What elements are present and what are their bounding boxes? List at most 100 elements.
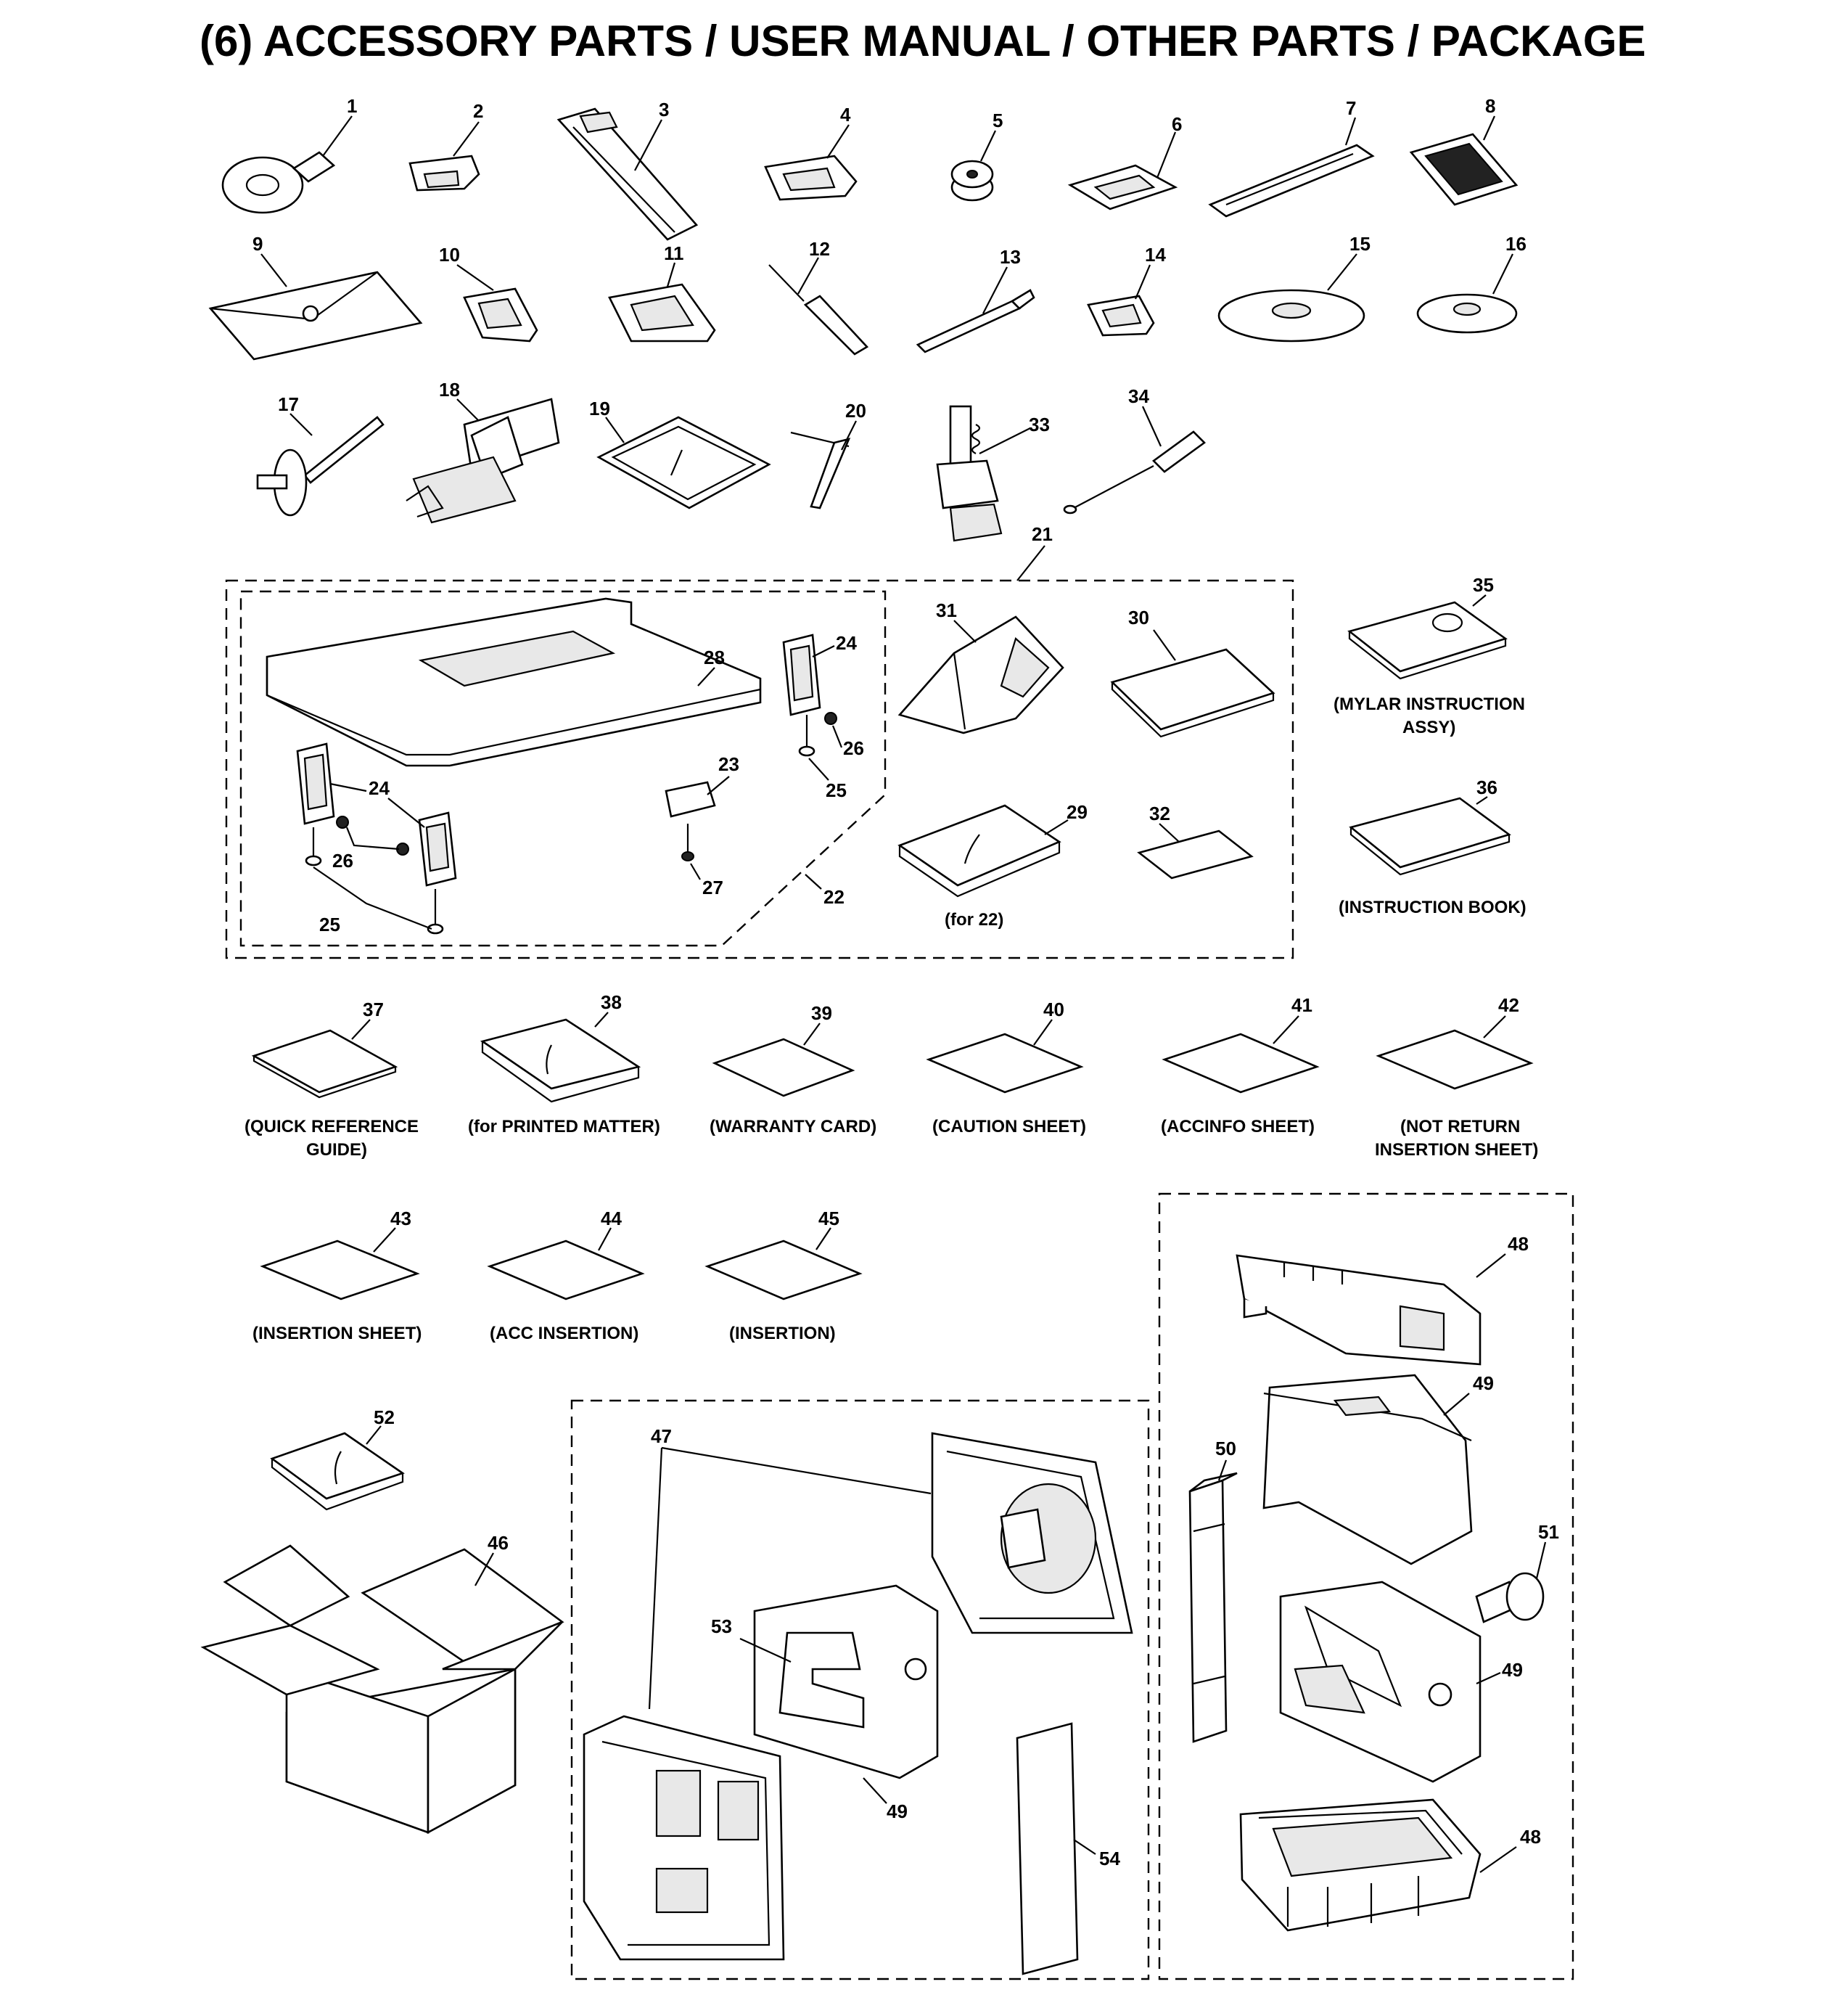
part-number: 41 — [1291, 994, 1312, 1016]
part-number: 22 — [823, 886, 845, 908]
part-30-book — [1110, 648, 1275, 738]
part-49-bag-upper — [1262, 1374, 1473, 1565]
part-caption: (WARRANTY CARD) — [710, 1117, 876, 1136]
part-44-acc-insertion: 44 (ACC INSERTION) — [487, 1208, 645, 1343]
part-caption: (ACCINFO SHEET) — [1161, 1117, 1315, 1136]
part-number: 44 — [601, 1208, 622, 1229]
part-43-insertion-sheet: 43 (INSERTION SHEET) — [252, 1208, 422, 1343]
part-caption: (INSERTION SHEET) — [252, 1324, 422, 1343]
part-number: 49 — [887, 1800, 908, 1822]
part-caption: INSERTION SHEET) — [1375, 1140, 1538, 1160]
part-38-printed-matter-bag: 38 (for PRINTED MATTER) — [468, 991, 660, 1136]
part-3-buttonhole-foot: 3 — [556, 99, 699, 241]
part-13-brush: 13 — [916, 246, 1035, 353]
part-50-spacer — [1188, 1472, 1238, 1743]
part-51-cap — [1475, 1572, 1545, 1623]
part-number: 45 — [818, 1208, 839, 1229]
part-caption: ASSY) — [1402, 718, 1455, 737]
part-26-nuts — [336, 712, 837, 856]
part-42-not-return-sheet: 42 (NOT RETURN INSERTION SHEET) — [1375, 994, 1538, 1160]
group-22-outline — [239, 590, 887, 947]
part-11-foot: 11 — [608, 242, 716, 343]
page-title: (6) ACCESSORY PARTS / USER MANUAL / OTHE… — [200, 17, 1646, 65]
part-48-foam-bottom — [1239, 1798, 1482, 1932]
part-number: 3 — [659, 99, 669, 120]
part-number: 38 — [601, 991, 622, 1013]
part-number: 9 — [252, 233, 263, 255]
part-number: 48 — [1520, 1826, 1541, 1848]
part-number: 15 — [1349, 233, 1371, 255]
part-6-plate: 6 — [1067, 113, 1182, 210]
part-number: 27 — [702, 877, 723, 898]
part-number: 16 — [1505, 233, 1526, 255]
part-number: 32 — [1149, 803, 1170, 824]
part-20-needle-threader: 20 — [790, 400, 866, 509]
part-number: 43 — [390, 1208, 411, 1229]
part-number: 11 — [664, 242, 684, 264]
part-number: 12 — [809, 238, 830, 260]
part-41-accinfo-sheet: 41 (ACCINFO SHEET) — [1161, 994, 1320, 1136]
part-number: 50 — [1215, 1438, 1236, 1459]
part-4-foot: 4 — [764, 104, 858, 201]
part-22-extension-table — [266, 597, 762, 767]
part-29-cover — [897, 804, 1061, 898]
part-32-sheet — [1137, 829, 1254, 880]
part-number: 8 — [1485, 95, 1495, 117]
part-caption: (CAUTION SHEET) — [932, 1117, 1086, 1136]
part-24-legs — [296, 634, 821, 887]
part-19-tray: 19 — [589, 398, 771, 509]
part-16-spool-cap: 16 — [1416, 233, 1526, 334]
part-number: 54 — [1099, 1848, 1120, 1869]
part-7-plate: 7 — [1208, 97, 1375, 218]
part-14-foot: 14 — [1087, 244, 1166, 337]
part-number: 47 — [651, 1425, 672, 1447]
part-number: 53 — [711, 1615, 732, 1637]
part-number: 17 — [278, 393, 299, 415]
part-48-foam-top — [1236, 1254, 1482, 1366]
part-number: 14 — [1145, 244, 1166, 266]
group-47-outline — [570, 1399, 1150, 1980]
part-number: 51 — [1538, 1521, 1559, 1543]
part-number: 13 — [1000, 246, 1021, 268]
part-45-insertion: 45 (INSERTION) — [704, 1208, 863, 1343]
part-46-carton: 46 — [200, 1532, 564, 1835]
part-number: 34 — [1128, 385, 1149, 407]
part-53-machine-cover — [753, 1584, 939, 1779]
part-number: 36 — [1476, 777, 1497, 798]
part-number: 30 — [1128, 607, 1149, 628]
part-number: 42 — [1498, 994, 1519, 1016]
part-number: 25 — [826, 779, 847, 801]
part-number: 21 — [1032, 523, 1053, 545]
part-54-sheet — [1016, 1722, 1079, 1975]
part-37-quick-reference: 37 (QUICK REFERENCE GUIDE) — [245, 999, 419, 1160]
part-number: 24 — [369, 777, 390, 799]
part-49-bag-lower — [1279, 1581, 1482, 1783]
part-23-stopper — [665, 781, 716, 818]
part-number: 49 — [1502, 1659, 1523, 1681]
part-number: 2 — [473, 100, 483, 122]
part-number: 46 — [488, 1532, 509, 1554]
part-number: 39 — [811, 1002, 832, 1024]
part-number: 28 — [704, 647, 725, 668]
part-15-spool-cap: 15 — [1217, 233, 1371, 343]
part-52-bag: 52 — [270, 1406, 405, 1511]
part-number: 48 — [1508, 1233, 1529, 1255]
part-36-instruction-book: 36 (INSTRUCTION BOOK) — [1339, 777, 1526, 917]
part-31-stand — [897, 615, 1064, 734]
group-48-outline — [1158, 1192, 1574, 1980]
part-25-screws — [305, 715, 815, 935]
part-33-darning-foot: 33 — [936, 405, 1050, 542]
part-number: 31 — [936, 599, 957, 621]
part-number: 20 — [845, 400, 866, 422]
part-caption: GUIDE) — [306, 1140, 367, 1160]
part-number: 10 — [439, 244, 460, 266]
part-caption: (MYLAR INSTRUCTION — [1334, 694, 1525, 714]
part-27-screw — [681, 824, 694, 861]
part-caption: (INSERTION) — [729, 1324, 836, 1343]
part-number: 1 — [347, 95, 357, 117]
part-caption: (for 22) — [945, 910, 1003, 930]
part-12-seam-ripper: 12 — [768, 238, 869, 356]
part-caption: (for PRINTED MATTER) — [468, 1117, 660, 1136]
part-number: 23 — [718, 753, 739, 775]
part-5-bobbin: 5 — [950, 110, 1003, 202]
